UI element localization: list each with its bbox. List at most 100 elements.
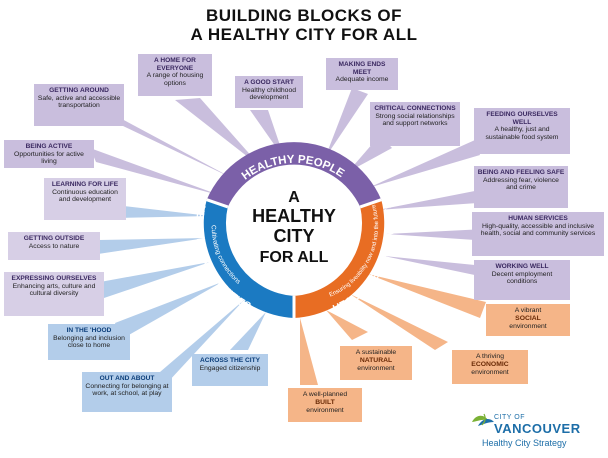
center-line-2: HEALTHY — [252, 206, 336, 226]
block-learning-heading: LEARNING FOR LIFE — [51, 181, 119, 188]
block-across-heading: ACROSS THE CITY — [199, 357, 261, 364]
block-learning-text: Continuous education and development — [52, 188, 118, 204]
block-hood-heading: IN THE 'HOOD — [66, 327, 112, 334]
center-line-4: FOR ALL — [260, 249, 329, 266]
connector-active — [90, 148, 222, 196]
block-ends-text: Adequate income — [335, 76, 389, 84]
block-start-text: Healthy childhood development — [241, 86, 297, 102]
block-out-and-about: OUT AND ABOUT Connecting for belonging a… — [82, 372, 172, 412]
block-safe-text: Addressing fear, violence and crime — [483, 176, 559, 192]
block-built-post: environment — [306, 406, 344, 414]
blue-connectors — [98, 205, 266, 382]
block-natural-post: environment — [357, 364, 395, 372]
ring-segment-healthy-people — [206, 142, 382, 207]
connector-outabout — [160, 300, 244, 382]
block-economic-post: environment — [471, 368, 509, 376]
connector-around — [100, 115, 232, 178]
block-human-heading: HUMAN SERVICES — [508, 215, 568, 222]
block-economic-heading: ECONOMIC — [471, 360, 509, 368]
ring-segment-healthy-environments — [294, 199, 385, 318]
block-social-post: environment — [509, 322, 547, 330]
block-start-heading: A GOOD START — [244, 79, 294, 86]
connector-across — [230, 312, 266, 350]
block-expressing-ourselves: EXPRESSING OURSELVES Enhancing arts, cul… — [4, 272, 104, 316]
connector-social — [368, 274, 486, 318]
ring-separator-left — [206, 198, 229, 209]
block-expressing-heading: EXPRESSING OURSELVES — [11, 275, 97, 282]
vancouver-leaf-icon — [472, 413, 494, 426]
block-human-text: High-quality, accessible and inclusive h… — [480, 222, 596, 238]
diagram-title-line1: BUILDING BLOCKS OF — [206, 6, 402, 25]
block-home-for-everyone: A HOME FOR EVERYONE A range of housing o… — [138, 54, 212, 96]
block-built-heading: BUILT — [315, 398, 335, 406]
block-natural-heading: NATURAL — [359, 356, 393, 364]
block-built-pre: A well-planned — [302, 391, 348, 398]
block-social-heading: SOCIAL — [515, 314, 541, 322]
block-learning-for-life: LEARNING FOR LIFE Continuous education a… — [44, 178, 126, 220]
block-outabout-text: Connecting for belonging at work, at sch… — [85, 382, 169, 398]
block-getting-around: GETTING AROUND Safe, active and accessib… — [34, 84, 124, 126]
block-active-text: Opportunities for active living — [14, 150, 84, 166]
center-line-1: A — [288, 189, 300, 206]
block-safe-heading: BEING AND FEELING SAFE — [477, 169, 565, 176]
block-feeding-text: A healthy, just and sustainable food sys… — [485, 126, 559, 141]
logo-healthy-city-strategy: Healthy City Strategy — [482, 438, 567, 448]
block-economic-environment: A thriving ECONOMIC environment — [452, 350, 528, 384]
connector-feeding — [368, 140, 480, 188]
block-around-heading: GETTING AROUND — [49, 87, 109, 94]
block-natural-pre: A sustainable — [355, 349, 397, 356]
connector-built — [300, 318, 318, 385]
connector-economic — [350, 294, 448, 350]
logo-vancouver: VANCOUVER — [494, 421, 581, 436]
block-critical-heading: CRITICAL CONNECTIONS — [374, 105, 456, 112]
block-ends-heading: MAKING ENDS MEET — [338, 61, 386, 76]
block-working-text: Decent employment conditions — [491, 270, 553, 286]
block-around-text: Safe, active and accessible transportati… — [37, 94, 121, 110]
block-expressing-text: Enhancing arts, culture and cultural div… — [12, 282, 96, 298]
block-natural-environment: A sustainable NATURAL environment — [340, 346, 412, 380]
ring-separator-right — [359, 198, 382, 209]
connector-ends — [325, 88, 368, 158]
ring-segment-healthy-communities — [203, 199, 294, 318]
block-active-heading: BEING ACTIVE — [25, 143, 73, 150]
block-being-active: BEING ACTIVE Opportunities for active li… — [4, 140, 94, 168]
block-critical-text: Strong social relationships and support … — [375, 112, 455, 128]
block-feeding-ourselves-well: FEEDING OURSELVES WELL A healthy, just a… — [474, 108, 570, 154]
connector-home — [175, 98, 262, 168]
block-hood-text: Belonging and inclusion close to home — [53, 334, 125, 350]
block-home-heading: A HOME FOR EVERYONE — [154, 57, 196, 72]
connector-safe — [378, 188, 492, 210]
block-social-environment: A vibrant SOCIAL environment — [486, 304, 570, 336]
block-feeding-heading: FEEDING OURSELVES WELL — [486, 111, 558, 126]
block-outside-heading: GETTING OUTSIDE — [23, 235, 85, 242]
block-being-feeling-safe: BEING AND FEELING SAFE Addressing fear, … — [474, 166, 568, 208]
block-economic-pre: A thriving — [476, 353, 504, 360]
block-social-pre: A vibrant — [514, 307, 542, 314]
block-built-environment: A well-planned BUILT environment — [288, 388, 362, 422]
connector-learning — [115, 205, 210, 218]
block-across-the-city: ACROSS THE CITY Engaged citizenship — [192, 354, 268, 386]
connector-natural — [326, 310, 368, 340]
block-making-ends-meet: MAKING ENDS MEET Adequate income — [326, 58, 398, 90]
center-title: A HEALTHY CITY FOR ALL — [252, 189, 336, 266]
block-outabout-heading: OUT AND ABOUT — [99, 375, 155, 382]
diagram-title-line2: A HEALTHY CITY FOR ALL — [190, 25, 418, 44]
block-home-text: A range of housing options — [146, 72, 204, 87]
orange-connectors — [300, 274, 486, 385]
block-getting-outside: GETTING OUTSIDE Access to nature — [8, 232, 100, 260]
connector-hood — [115, 282, 222, 340]
connector-outside — [98, 238, 206, 254]
block-critical-connections: CRITICAL CONNECTIONS Strong social relat… — [370, 102, 460, 146]
block-across-text: Engaged citizenship — [199, 364, 261, 372]
block-outside-text: Access to nature — [28, 242, 80, 250]
block-working-well: WORKING WELL Decent employment condition… — [474, 260, 570, 300]
block-working-heading: WORKING WELL — [495, 263, 549, 270]
connector-expressing — [100, 262, 210, 298]
logo-city-of: CITY OF — [494, 414, 525, 421]
block-in-the-hood: IN THE 'HOOD Belonging and inclusion clo… — [48, 324, 130, 360]
block-good-start: A GOOD START Healthy childhood developme… — [235, 76, 303, 108]
block-human-services: HUMAN SERVICES High-quality, accessible … — [472, 212, 604, 256]
center-line-3: CITY — [273, 226, 314, 246]
